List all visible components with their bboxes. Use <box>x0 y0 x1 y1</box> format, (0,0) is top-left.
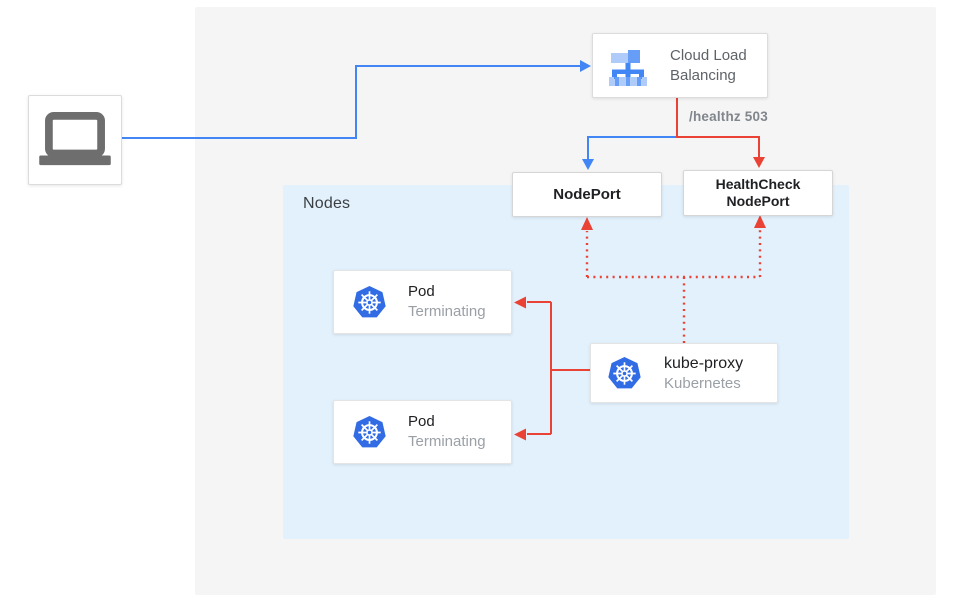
pod-title: Pod <box>408 283 435 300</box>
load-balancer-icon <box>609 49 647 86</box>
kube-proxy-card: kube-proxy Kubernetes <box>590 343 778 403</box>
kube-proxy-title: kube-proxy <box>664 354 744 372</box>
nodes-group-label: Nodes <box>303 195 351 212</box>
kube-proxy-text: kube-proxy Kubernetes <box>664 353 743 394</box>
kubernetes-icon <box>353 285 386 317</box>
pod-card-1: Pod Terminating <box>333 270 512 334</box>
pod-text: Pod Terminating <box>408 282 486 322</box>
kubernetes-icon <box>608 356 641 388</box>
pod-text: Pod Terminating <box>408 412 486 452</box>
client-card <box>28 95 122 185</box>
kubernetes-icon <box>353 415 386 447</box>
nodeport-label: NodePort <box>553 186 621 203</box>
kube-proxy-subtitle: Kubernetes <box>664 374 741 392</box>
cloud-load-balancing-card: Cloud Load Balancing <box>592 33 768 98</box>
laptop-icon <box>39 111 111 166</box>
healthz-status-label: /healthz 503 <box>689 109 768 124</box>
healthcheck-nodeport-card: HealthCheck NodePort <box>683 170 833 216</box>
pod-status: Terminating <box>408 303 486 320</box>
nodeport-card: NodePort <box>512 172 662 217</box>
pod-card-2: Pod Terminating <box>333 400 512 464</box>
pod-title: Pod <box>408 413 435 430</box>
healthcheck-nodeport-label: HealthCheck NodePort <box>715 176 801 209</box>
pod-status: Terminating <box>408 433 486 450</box>
cloud-load-balancing-label: Cloud Load Balancing <box>670 46 747 84</box>
